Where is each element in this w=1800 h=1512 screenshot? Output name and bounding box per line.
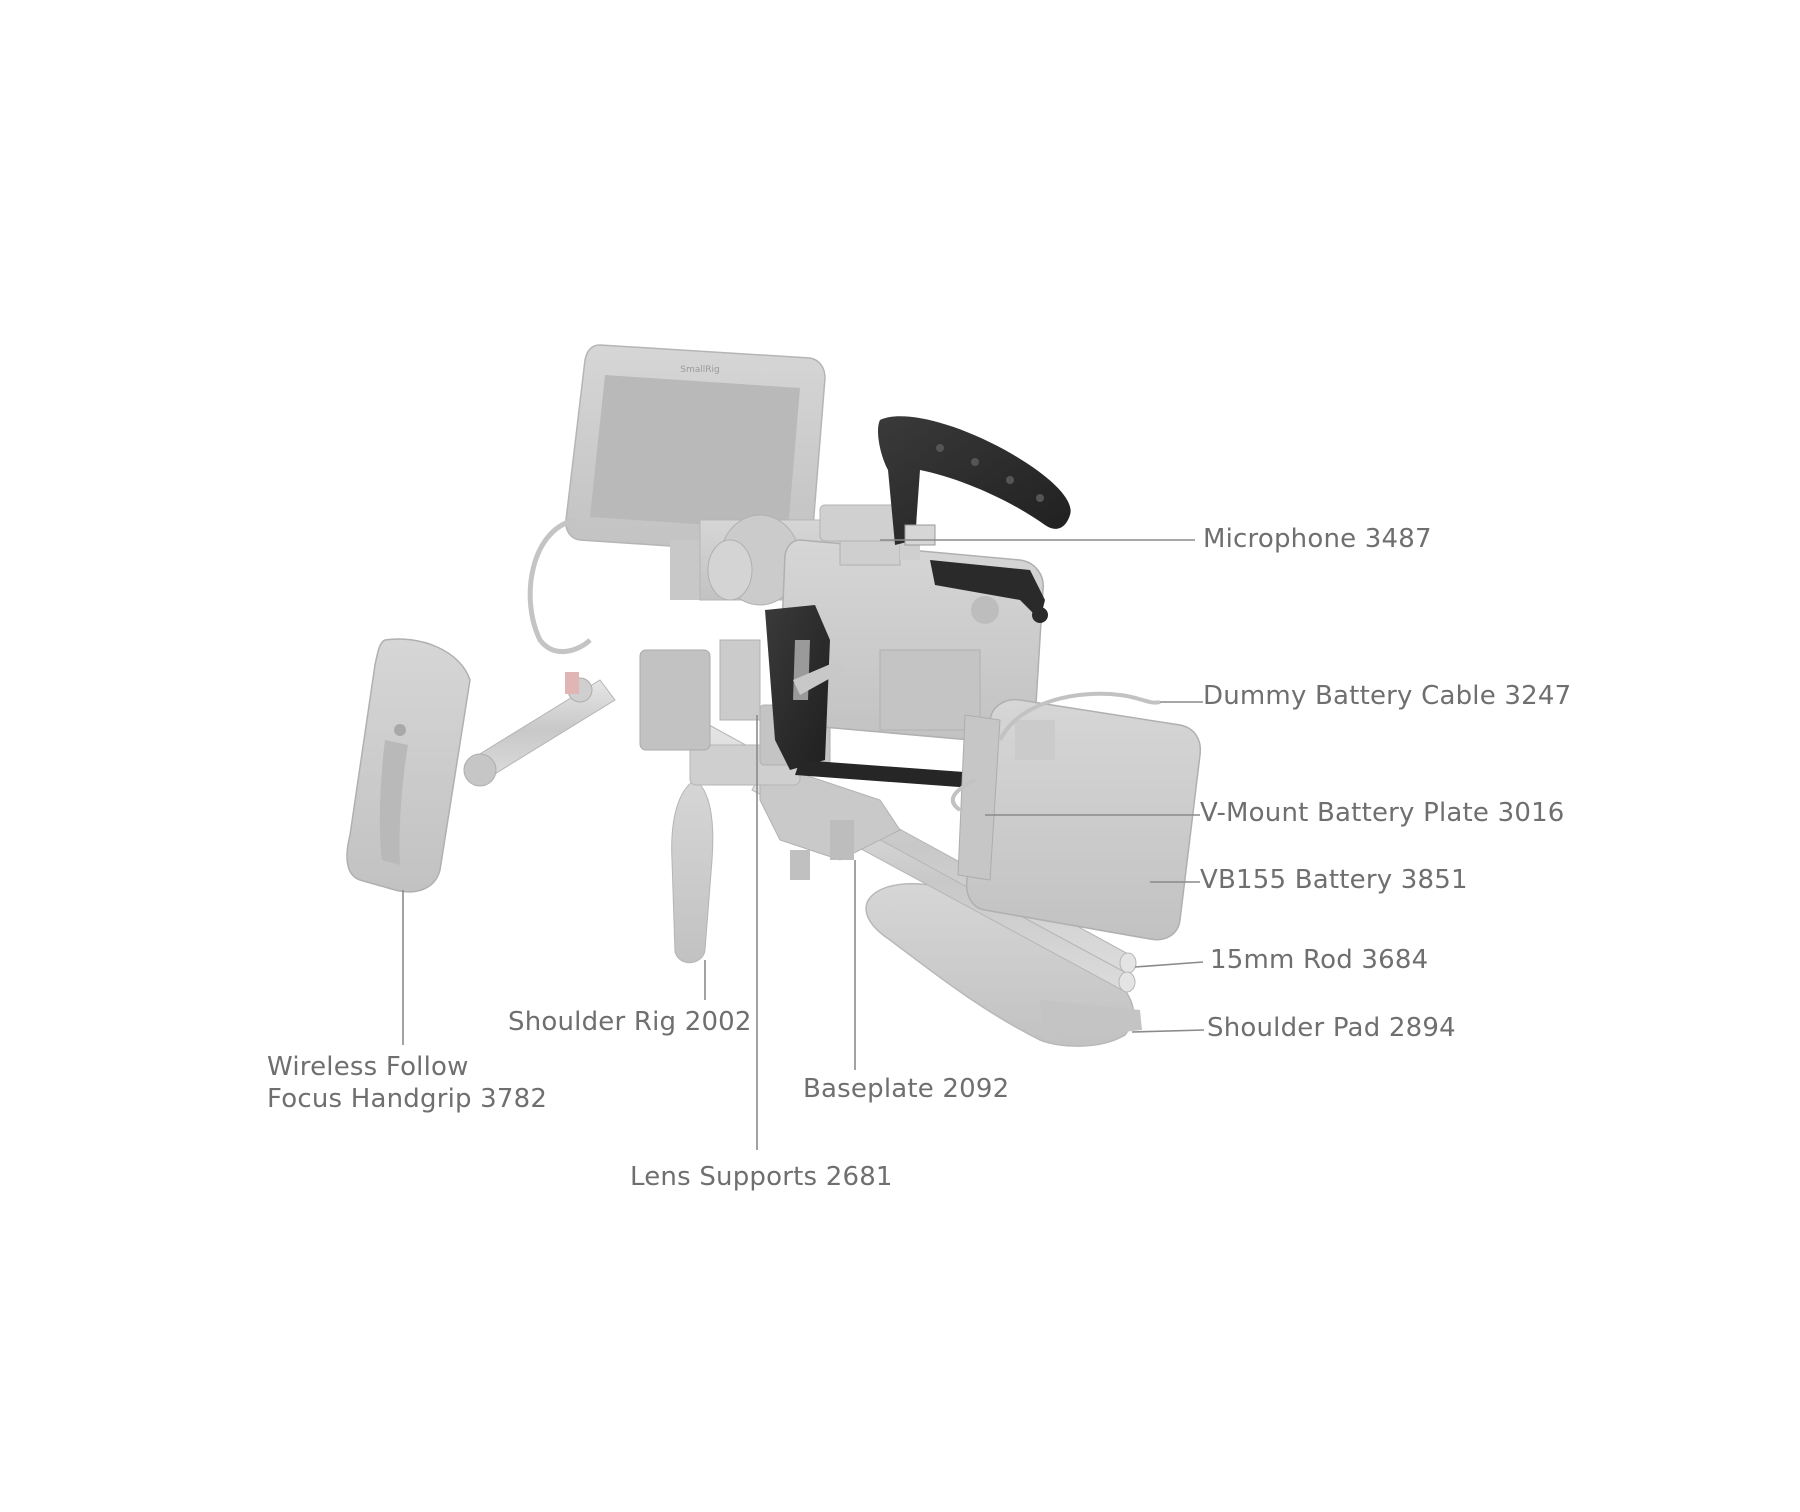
label-microphone: Microphone 3487 <box>1203 524 1432 554</box>
lens-supports <box>639 639 761 751</box>
label-shoulder-rig: Shoulder Rig 2002 <box>508 1007 752 1037</box>
label-vb155-battery: VB155 Battery 3851 <box>1200 865 1468 895</box>
vb155-battery <box>965 698 1202 941</box>
leader-15mm-rod <box>1134 961 1204 968</box>
monitor-brand: SmallRig <box>680 365 719 375</box>
follow-focus-arm <box>463 672 616 787</box>
top-handle <box>877 416 1071 546</box>
label-baseplate: Baseplate 2092 <box>803 1074 1010 1104</box>
vmount-battery-plate <box>957 714 1001 881</box>
label-dummy-battery-cable: Dummy Battery Cable 3247 <box>1203 681 1572 711</box>
leader-shoulder-pad <box>1131 1029 1205 1033</box>
label-follow-focus-line2: Focus Handgrip 3782 <box>267 1084 548 1114</box>
label-follow-focus-line1: Wireless Follow <box>267 1052 469 1082</box>
label-vmount-battery-plate: V-Mount Battery Plate 3016 <box>1200 798 1565 828</box>
label-15mm-rod: 15mm Rod 3684 <box>1210 945 1429 975</box>
dummy-battery-cable <box>998 691 1161 741</box>
label-lens-supports: Lens Supports 2681 <box>630 1162 893 1192</box>
leader-lines <box>402 539 1205 1150</box>
label-follow-focus-handgrip: Wireless Follow Focus Handgrip 3782 <box>267 1051 547 1115</box>
monitor: SmallRig <box>527 344 826 655</box>
camera-cage <box>765 560 1048 790</box>
label-shoulder-pad: Shoulder Pad 2894 <box>1207 1013 1456 1043</box>
wireless-follow-focus-handgrip <box>346 638 471 893</box>
